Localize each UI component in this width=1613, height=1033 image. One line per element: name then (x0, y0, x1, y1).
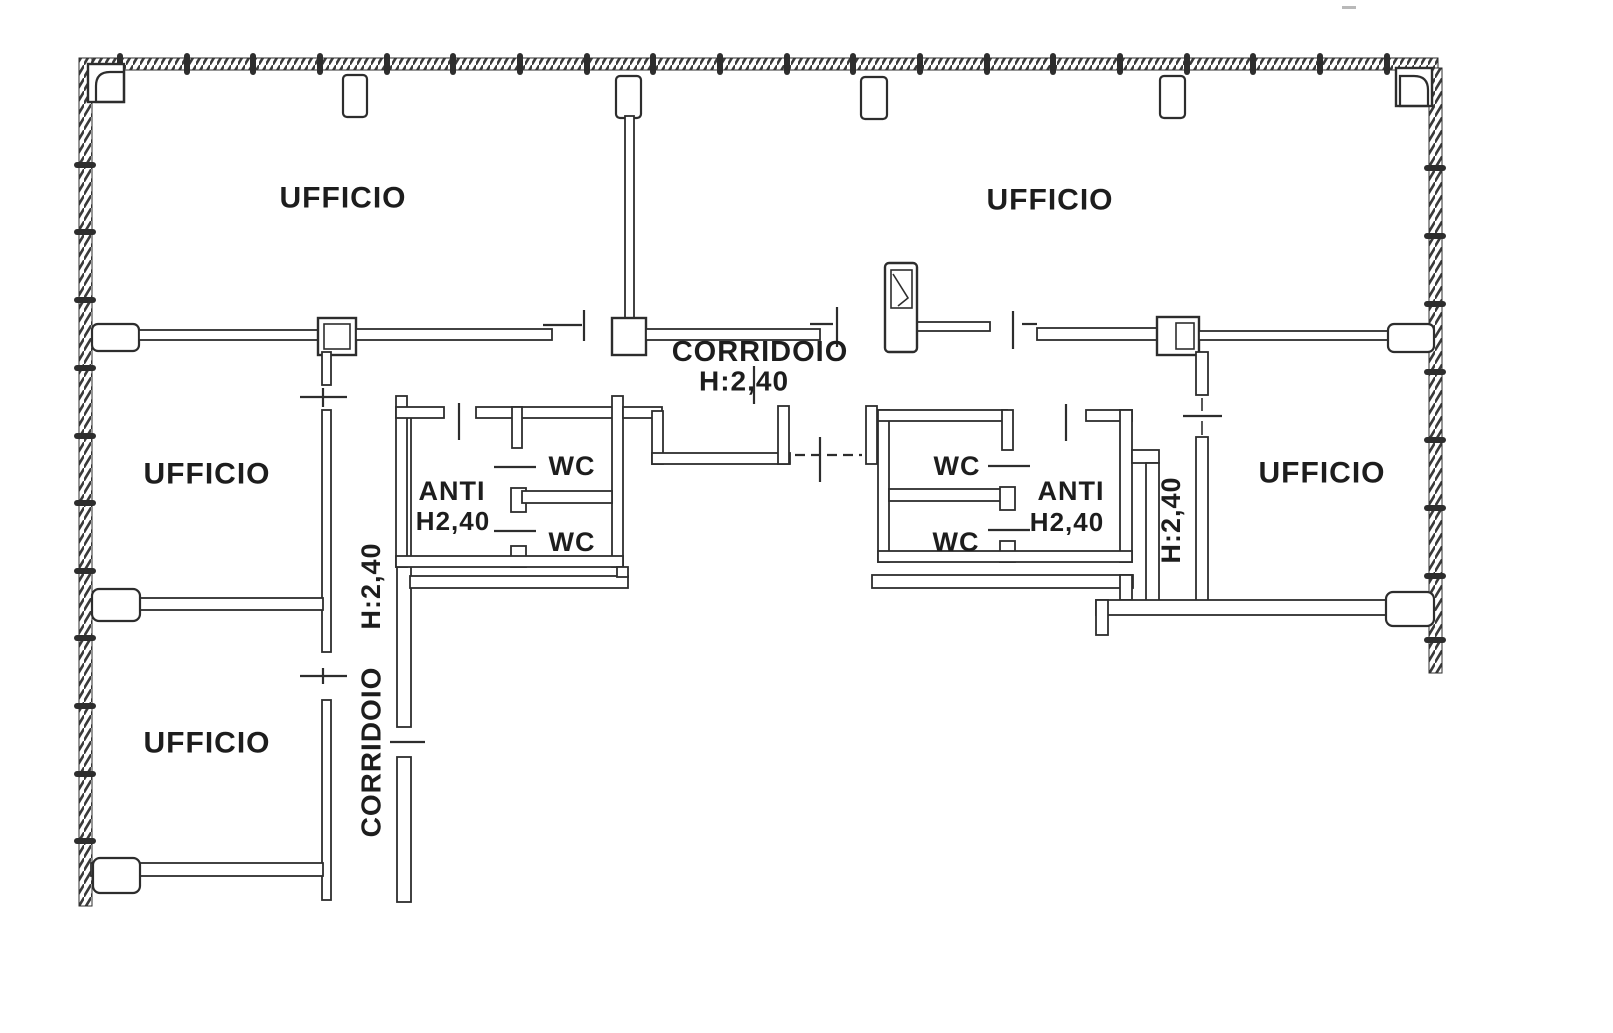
main-corridor-north-wall (90, 307, 1436, 357)
left-wing-walls (90, 587, 324, 895)
room-label-left-ante: ANTI (419, 476, 486, 506)
room-label-wc-right-top: WC (934, 451, 981, 481)
wc-block-right (871, 404, 1134, 601)
room-label-left-corridor-height: H:2,40 (356, 542, 386, 629)
room-label-main-corridor-height: H:2,40 (699, 366, 789, 397)
corner-column-top-left (86, 62, 126, 104)
room-labels: UFFICIO UFFICIO UFFICIO UFFICIO UFFICIO … (144, 182, 1386, 838)
partition-top-offices (624, 115, 635, 327)
room-label-office-top-right: UFFICIO (987, 184, 1114, 217)
room-label-left-ante-height: H2,40 (416, 506, 490, 536)
room-label-wc-left-bottom: WC (549, 527, 596, 557)
room-label-right-ante: ANTI (1038, 476, 1105, 506)
room-label-office-top-left: UFFICIO (280, 182, 407, 215)
exterior-wall-left (74, 57, 96, 907)
facade-convector-blocks (341, 73, 1187, 121)
room-label-right-ante-height: H2,40 (1030, 507, 1104, 537)
room-label-office-right: UFFICIO (1259, 457, 1386, 490)
shaft-symbol (883, 261, 919, 354)
room-label-office-bottom-left: UFFICIO (144, 727, 271, 760)
room-label-wc-left-top: WC (549, 451, 596, 481)
central-vestibule-walls (622, 366, 878, 482)
room-label-main-corridor: CORRIDOIO (672, 336, 849, 368)
right-office-south-wall (1095, 590, 1436, 636)
room-label-left-corridor: CORRIDOIO (356, 667, 387, 838)
corner-column-top-right (1394, 66, 1434, 108)
exterior-wall-top (83, 53, 1439, 75)
exterior-wall-right (1424, 67, 1446, 674)
wc-block-left (395, 395, 629, 589)
room-label-wc-right-bottom: WC (933, 527, 980, 557)
room-label-office-mid-left: UFFICIO (144, 458, 271, 491)
scan-artifact (1342, 6, 1356, 9)
room-label-right-corridor-height: H:2,40 (1156, 476, 1186, 563)
